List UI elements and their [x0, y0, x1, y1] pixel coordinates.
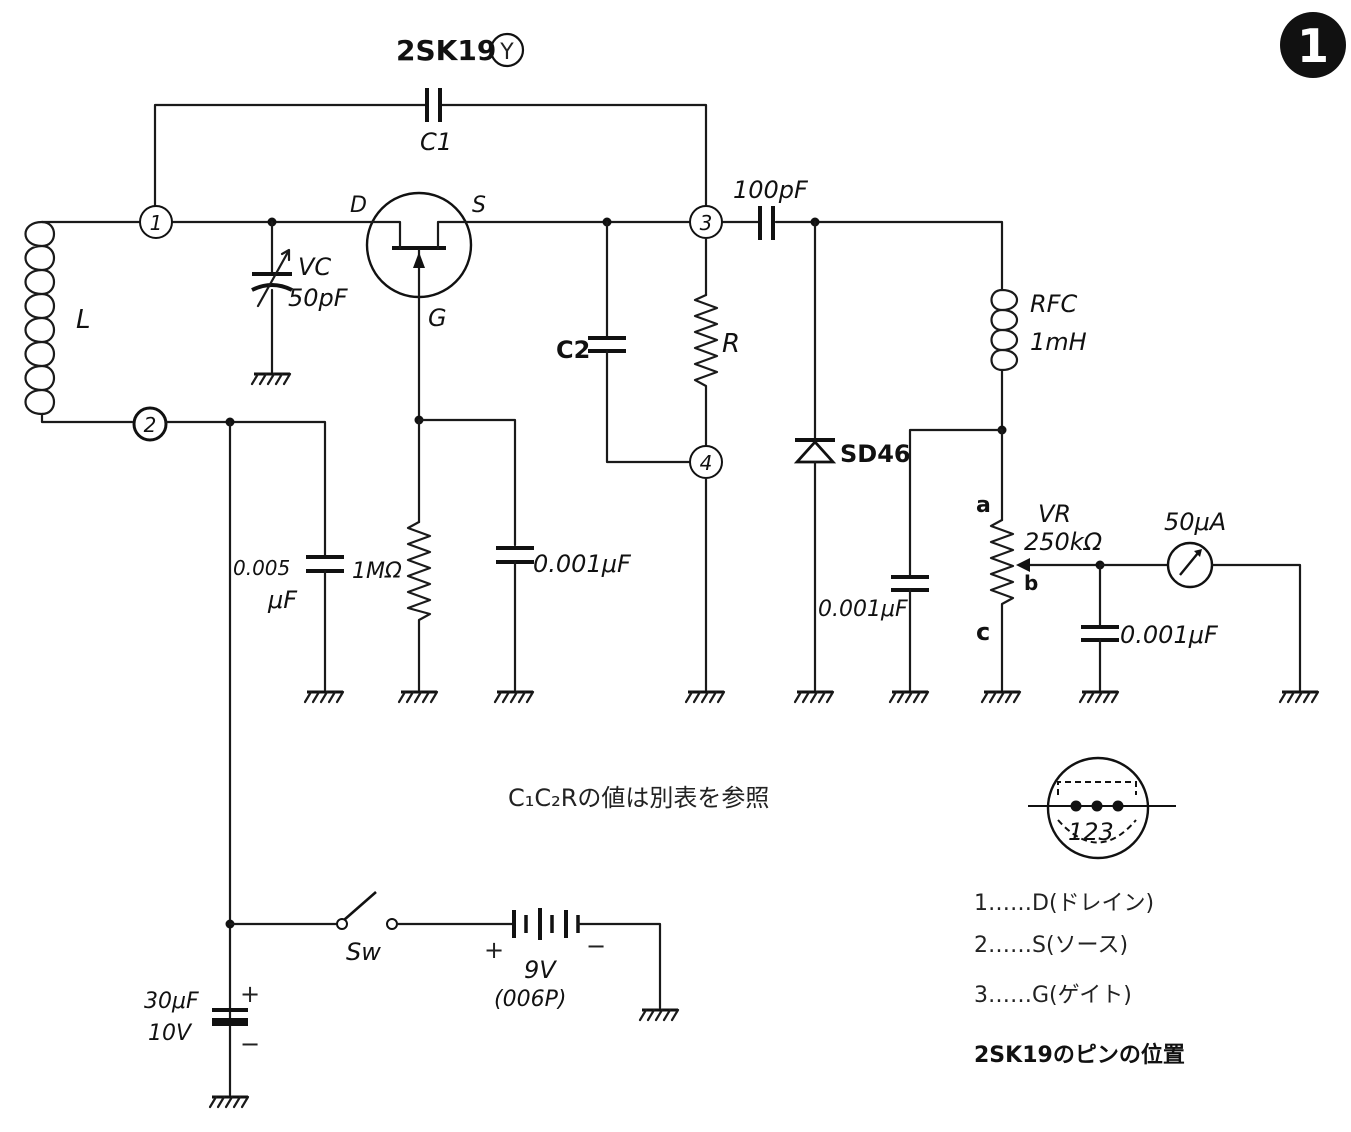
vr-value: 250kΩ: [1024, 528, 1103, 556]
ground-icon: [793, 690, 835, 704]
diode-triangle: [793, 439, 837, 464]
ground-icon: [208, 1095, 250, 1109]
switch-contact-left: [336, 918, 348, 930]
node-2: 2: [132, 406, 168, 442]
wire-100pf-rfc: [774, 220, 1004, 292]
c0001g-label: 0.001μF: [533, 550, 632, 578]
ground-icon: [1078, 690, 1120, 704]
wire-node2-0005: [164, 420, 327, 557]
c0001m-label: 0.001μF: [1120, 621, 1219, 649]
fet-source-label: S: [472, 193, 486, 218]
wire-c1-right: [440, 103, 708, 212]
transistor-part-label: 2SK19: [396, 34, 496, 67]
fet-gate-label: G: [428, 304, 447, 332]
resistor-r: [693, 293, 719, 448]
vc-arrow: [256, 250, 290, 308]
c0005-label-b: μF: [267, 586, 298, 614]
resistor-1m-label: 1MΩ: [352, 559, 402, 584]
ground-icon: [397, 690, 439, 704]
meter-label: 50μA: [1164, 508, 1226, 536]
c0005-label-a: 0.005: [233, 556, 290, 580]
vr-wiper-arrow: [1016, 558, 1030, 572]
values-note: C₁C₂Rの値は別表を参照: [508, 784, 769, 812]
c1-label: C1: [420, 128, 452, 156]
wire-meter-gnd: [1210, 563, 1302, 692]
pin-numbers: 123: [1068, 818, 1114, 846]
resistor-r-label: R: [722, 329, 740, 359]
resistor-1m: [406, 520, 432, 692]
fet-2sk19: [365, 191, 473, 420]
inductor-rfc: [990, 288, 1019, 372]
ground-icon: [684, 690, 726, 704]
switch-lever: [343, 891, 377, 921]
vr-c-label: c: [976, 618, 990, 646]
fet-drain-label: D: [350, 193, 367, 218]
wire-battery-gnd: [576, 922, 662, 1010]
node-4-label: 4: [700, 451, 713, 475]
pinout-caption: 2SK19のピンの位置: [974, 1042, 1185, 1068]
c30-plate-bottom: [212, 1018, 248, 1026]
battery-minus: −: [586, 932, 606, 960]
node-4: 4: [689, 445, 723, 479]
wire-vr-0001: [908, 428, 1004, 577]
pinout-row-2: 2……S(ソース): [974, 933, 1128, 958]
ground-symbols: [208, 372, 1320, 1109]
rfc-value: 1mH: [1030, 328, 1087, 356]
switch-label: Sw: [346, 938, 381, 966]
c0001vr-label: 0.001μF: [818, 597, 908, 622]
c2-label: C2: [556, 336, 590, 364]
wire-c2-node4: [605, 349, 692, 464]
node-1-label: 1: [150, 211, 163, 235]
inductor-l-loops: [41, 220, 56, 416]
pinout-diagram: 123: [1028, 756, 1176, 860]
inductor-l-label: L: [76, 305, 91, 335]
ground-icon: [980, 690, 1022, 704]
ground-icon: [303, 690, 345, 704]
vr-name: VR: [1038, 500, 1071, 528]
vc-value: 50pF: [288, 284, 349, 312]
battery-voltage: 9V: [524, 956, 557, 984]
ground-icon: [888, 690, 930, 704]
c100-label: 100pF: [733, 176, 809, 204]
battery-plus: +: [484, 936, 504, 964]
c30-plus: +: [240, 980, 260, 1008]
figure-number-badge: 1: [1280, 12, 1346, 78]
rfc-name: RFC: [1030, 290, 1077, 318]
vc-name: VC: [298, 253, 331, 281]
wire-gate-0001: [417, 418, 517, 547]
node-2-label: 2: [144, 413, 157, 437]
meter-50ua: [1166, 541, 1214, 589]
inductor-l: [24, 220, 44, 422]
wire-c1-left: [153, 103, 427, 210]
c30-label-b: 10V: [148, 1021, 193, 1046]
vc-arrow-head: [280, 248, 291, 262]
diode-label: SD46: [840, 440, 911, 468]
battery-type: (006P): [494, 987, 566, 1012]
vc-plate-bottom: [251, 283, 293, 292]
vr-b-label: b: [1024, 571, 1038, 595]
grade-label: Y: [499, 40, 514, 65]
pinout-row-1: 1……D(ドレイン): [974, 891, 1154, 916]
ground-icon: [1278, 690, 1320, 704]
node-3-label: 3: [700, 211, 713, 235]
node-1: 1: [139, 205, 173, 239]
ground-icon: [638, 1008, 680, 1022]
grade-badge: Y: [489, 32, 525, 68]
c30-label-a: 30μF: [144, 989, 199, 1014]
node-3: 3: [689, 205, 723, 239]
vr-a-label: a: [976, 493, 991, 518]
switch-contact-right: [386, 918, 398, 930]
figure-number: 1: [1297, 19, 1329, 73]
battery-9v: [512, 908, 580, 940]
ground-icon: [493, 690, 535, 704]
pinout-row-3: 3……G(ゲイト): [974, 983, 1132, 1008]
resistor-vr: [989, 518, 1015, 692]
c30-minus: −: [240, 1030, 260, 1058]
ground-icon: [250, 372, 292, 386]
